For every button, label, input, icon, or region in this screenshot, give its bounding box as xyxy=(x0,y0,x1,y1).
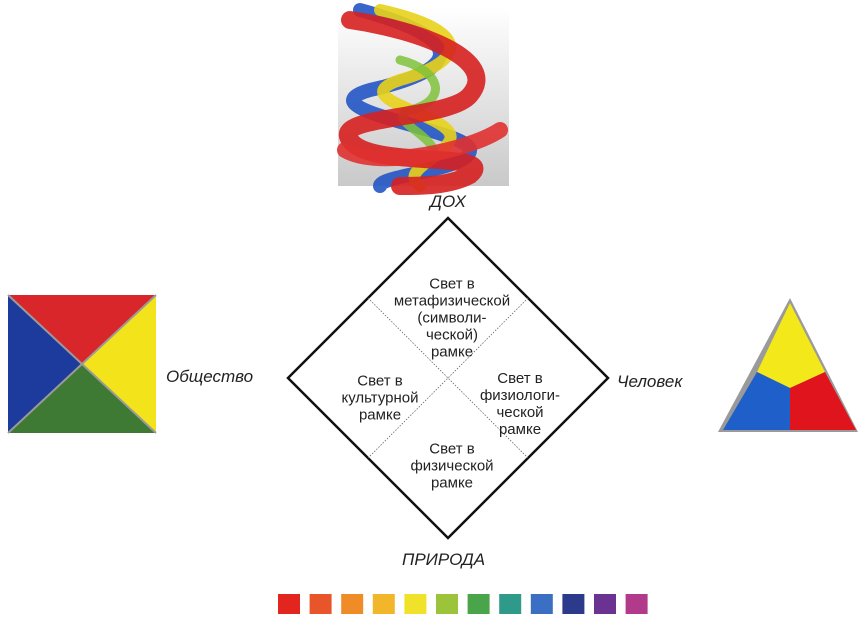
spectrum-swatch xyxy=(499,594,522,614)
spectrum-swatch xyxy=(594,594,616,614)
spectrum-swatch xyxy=(278,594,300,614)
spectrum-swatch xyxy=(404,594,427,614)
label-bottom: ПРИРОДА xyxy=(402,550,486,569)
spectrum-swatch xyxy=(467,594,490,614)
cell-bottom-text: Свет в физической рамке xyxy=(410,440,494,492)
cell-top-text: Свет в метафизической (символи- ческой) … xyxy=(393,275,511,361)
spectrum-swatch xyxy=(309,594,332,614)
cell-left-text: Свет в культурной рамке xyxy=(341,372,419,424)
spectrum-swatch xyxy=(562,594,585,614)
spectrum-swatch xyxy=(372,594,395,614)
spectrum-swatch xyxy=(436,594,458,614)
label-top: ДОХ xyxy=(430,192,466,211)
label-left: Общество xyxy=(166,367,254,386)
spectrum-swatch xyxy=(341,594,364,614)
cell-right-text: Свет в физиологи- ческой рамке xyxy=(479,370,561,438)
label-right: Человек xyxy=(617,372,683,391)
spectrum-swatch xyxy=(625,594,648,614)
spectrum-swatch xyxy=(530,594,553,614)
